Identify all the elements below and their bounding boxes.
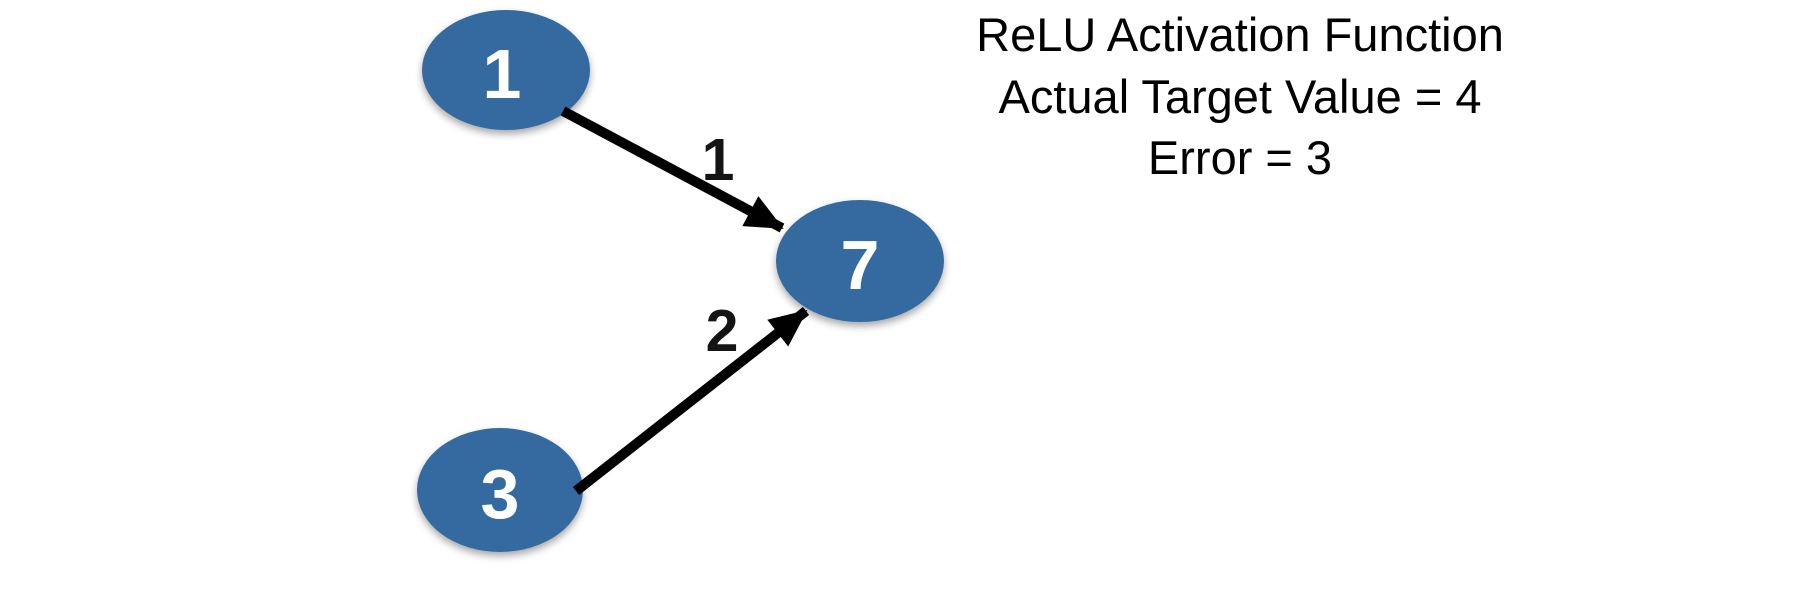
annotation-block: ReLU Activation Function Actual Target V… xyxy=(940,4,1540,189)
edge-input2-output: 2 xyxy=(572,298,810,495)
node-input-1: 1 xyxy=(422,10,590,130)
annotation-line-activation: ReLU Activation Function xyxy=(976,8,1504,61)
node-output-ellipse xyxy=(776,200,944,322)
node-input-1-ellipse xyxy=(422,10,590,130)
node-output-value: 7 xyxy=(841,226,880,304)
edge-input1-output-arrow xyxy=(560,106,785,233)
edge-input2-output-arrow xyxy=(572,307,810,495)
node-input-2-value: 3 xyxy=(481,455,520,533)
edge-input2-output-weight: 2 xyxy=(706,298,739,364)
edge-input1-output: 1 xyxy=(560,106,785,233)
node-output: 7 xyxy=(776,200,944,322)
node-input-2-ellipse xyxy=(417,428,583,552)
annotation-line-target: Actual Target Value = 4 xyxy=(998,69,1482,123)
node-input-1-value: 1 xyxy=(483,35,522,113)
edge-input1-output-weight: 1 xyxy=(702,127,735,193)
node-input-2: 3 xyxy=(417,428,583,552)
annotation-line-error: Error = 3 xyxy=(1147,131,1333,184)
